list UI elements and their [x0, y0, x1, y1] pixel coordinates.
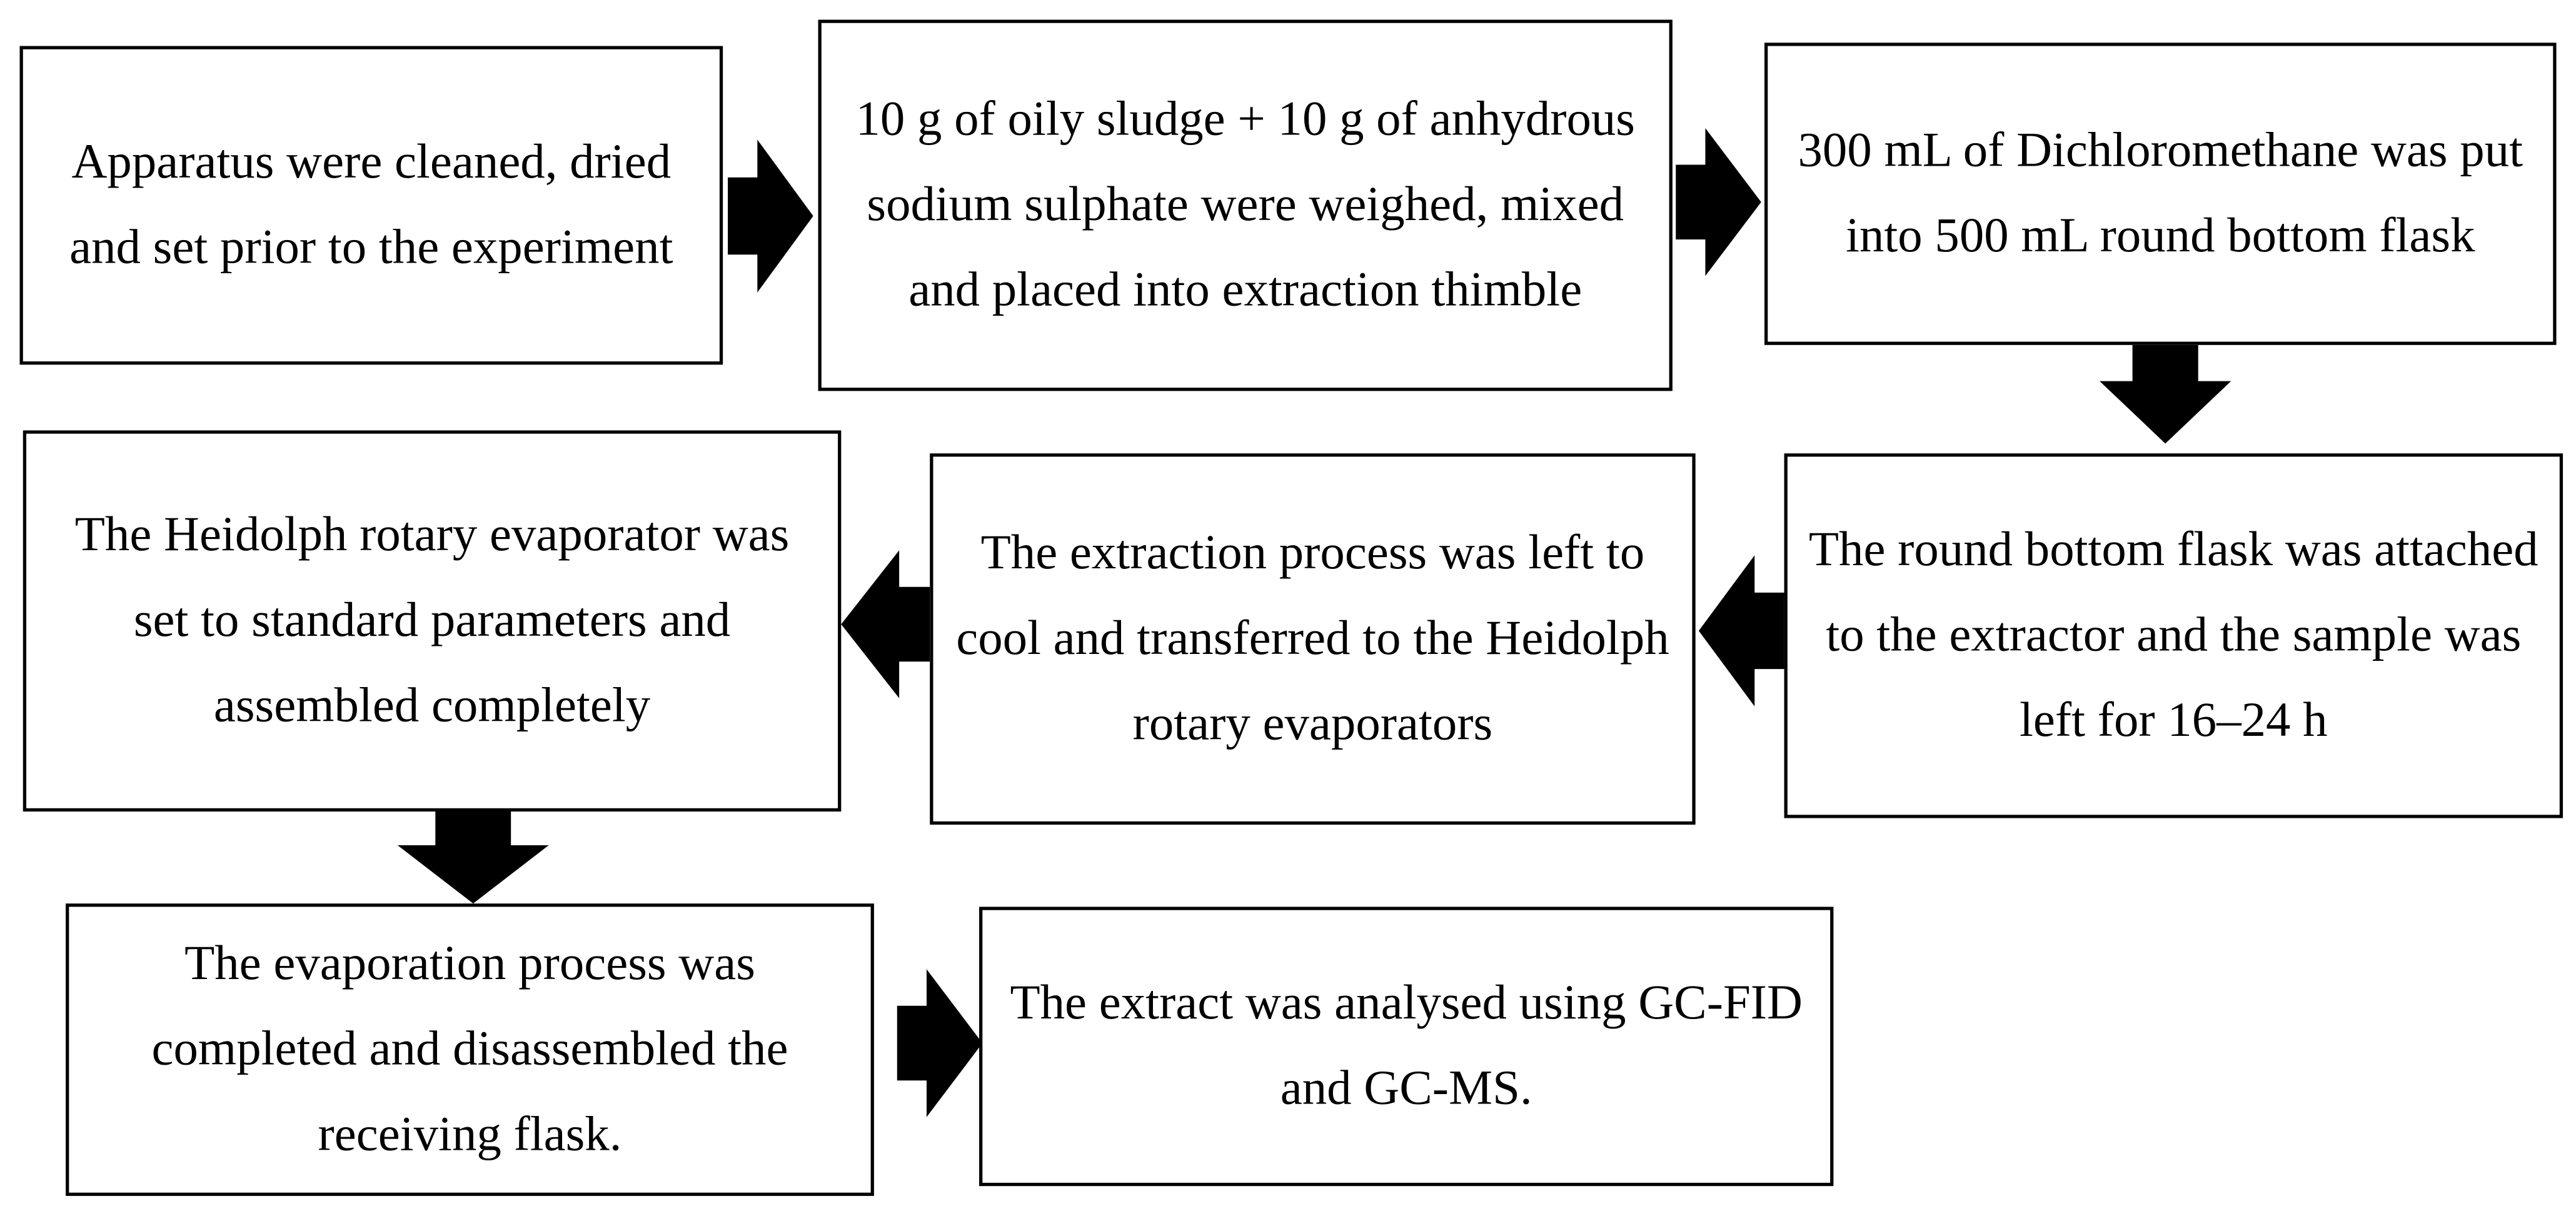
arrow-right-icon [728, 139, 813, 293]
step-6-box: The Heidolph rotary evaporator was set t… [23, 430, 842, 812]
step-6-text: The Heidolph rotary evaporator was set t… [74, 507, 790, 733]
step-2-text: 10 g of oily sludge + 10 g of anhydrous … [855, 92, 1635, 318]
step-1-box: Apparatus were cleaned, dried and set pr… [19, 46, 723, 365]
step-2-box: 10 g of oily sludge + 10 g of anhydrous … [818, 19, 1673, 391]
step-8-box: The extract was analysed using GC-FID an… [979, 907, 1834, 1187]
arrow-right-icon [897, 969, 983, 1117]
step-1-text: Apparatus were cleaned, dried and set pr… [69, 134, 673, 274]
step-5-text: The extraction process was left to cool … [956, 525, 1669, 751]
step-4-box: The round bottom flask was attached to t… [1784, 453, 2563, 818]
step-8-text: The extract was analysed using GC-FID an… [1010, 975, 1803, 1116]
step-7-box: The evaporation process was completed an… [66, 903, 874, 1196]
step-3-text: 300 mL of Dichloromethane was put into 5… [1798, 123, 2523, 263]
step-5-box: The extraction process was left to cool … [930, 453, 1696, 825]
step-7-text: The evaporation process was completed an… [151, 936, 788, 1162]
step-4-text: The round bottom flask was attached to t… [1808, 522, 2538, 748]
step-3-box: 300 mL of Dichloromethane was put into 5… [1764, 43, 2557, 345]
arrow-left-icon [841, 550, 930, 698]
arrow-down-icon [2100, 344, 2231, 444]
arrow-down-icon [397, 812, 549, 904]
arrow-left-icon [1698, 555, 1784, 706]
arrow-right-icon [1676, 128, 1761, 276]
